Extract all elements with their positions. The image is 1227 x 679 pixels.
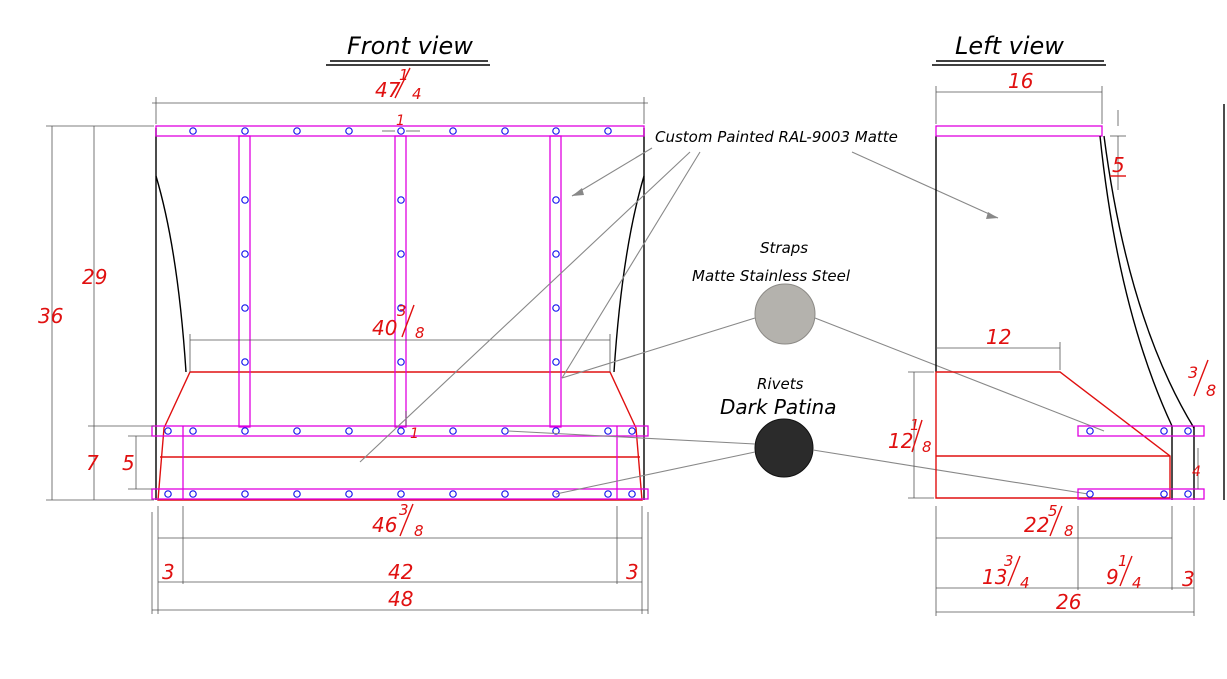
front-side-right: 3 (626, 560, 639, 584)
left-strap-thickness-den: 8 (1206, 381, 1216, 400)
front-view-title: Front view (326, 32, 490, 66)
left-bottom-depth-whole: 22 (1024, 513, 1049, 537)
left-band-height-den: 8 (922, 438, 932, 456)
left-top-depth: 16 (1008, 69, 1033, 93)
front-rivets (164, 127, 636, 498)
front-inner-width-num: 3 (397, 302, 407, 320)
front-body-height: 29 (82, 265, 107, 289)
left-rear-part-num: 1 (1118, 552, 1128, 570)
front-middle-band-strap (151, 425, 649, 437)
front-overall-width: 48 (388, 587, 413, 611)
paint-callout-label: Custom Painted RAL-9003 Matte (655, 128, 898, 146)
front-base-width-num: 3 (399, 501, 409, 519)
rivets-callout-title: Rivets (757, 375, 804, 393)
left-view-title: Left view (932, 32, 1106, 66)
left-rear-part-den: 4 (1132, 574, 1142, 592)
front-strap-width: 1 (396, 113, 405, 129)
left-dimension-texts: 16 5 12 12 1 8 3 8 4 22 5 8 13 3 4 9 1 4… (888, 69, 1216, 614)
left-back-curve-outer (1103, 135, 1195, 429)
front-total-width-whole: 47 (375, 78, 401, 102)
front-base-width-whole: 46 (372, 513, 397, 537)
front-left-curve (155, 175, 187, 373)
left-bottom-depth-den: 8 (1064, 522, 1074, 540)
front-vertical-strap-left (238, 135, 251, 428)
left-front-part-den: 4 (1020, 574, 1030, 592)
front-total-width-num: 1 (399, 66, 409, 84)
left-offset: 3 (1182, 567, 1195, 591)
left-band-small: 4 (1192, 464, 1201, 480)
rivets-callout-finish: Dark Patina (720, 395, 836, 419)
front-total-width-den: 4 (412, 85, 422, 103)
left-rivets (1086, 427, 1192, 498)
front-view: 47 1 4 1 29 36 7 5 40 3 8 1 46 3 8 3 42 … (38, 66, 649, 614)
left-bottom-depth-num: 5 (1048, 502, 1058, 520)
front-base-width-den: 8 (414, 522, 424, 540)
front-middle-width: 42 (388, 560, 413, 584)
left-view: 16 5 12 12 1 8 3 8 4 22 5 8 13 3 4 9 1 4… (888, 69, 1225, 616)
front-side-left: 3 (162, 560, 175, 584)
front-vertical-strap-right (549, 135, 562, 428)
left-total-depth: 26 (1056, 590, 1081, 614)
left-band-height-whole: 12 (888, 429, 913, 453)
front-vertical-strap-center (394, 135, 407, 428)
front-dimension-lines (46, 97, 649, 614)
front-band-inner: 5 (122, 451, 135, 475)
left-front-part-whole: 13 (982, 565, 1007, 589)
left-band-height-num: 1 (910, 416, 920, 434)
left-shelf-depth: 12 (986, 325, 1011, 349)
left-strap-thickness-num: 3 (1188, 363, 1198, 382)
front-view-title-text: Front view (347, 32, 473, 60)
front-total-height: 36 (38, 304, 63, 328)
front-band-strap-width: 1 (410, 426, 419, 442)
strap-finish-swatch (754, 283, 816, 345)
rivet-finish-swatch (754, 418, 814, 478)
left-top-strap (935, 125, 1103, 137)
front-inner-width-den: 8 (415, 324, 425, 342)
front-band-outer: 7 (86, 451, 99, 475)
front-bottom-band-strap (151, 488, 649, 500)
left-lower-band (935, 371, 1171, 499)
straps-callout-title: Straps (760, 239, 808, 257)
front-inner-width-whole: 40 (372, 316, 397, 340)
left-bottom-band-strap (1077, 488, 1205, 500)
straps-callout-finish: Matte Stainless Steel (692, 267, 851, 285)
left-dimension-lines (908, 86, 1199, 616)
left-top-height: 5 (1112, 153, 1125, 177)
left-back-curve-inner (1099, 135, 1173, 427)
left-rear-part-whole: 9 (1106, 565, 1119, 589)
callouts: Custom Painted RAL-9003 Matte Straps Mat… (359, 128, 1105, 495)
left-view-title-text: Left view (955, 32, 1064, 60)
left-front-part-num: 3 (1004, 552, 1014, 570)
left-middle-band-strap (1077, 425, 1205, 437)
front-right-curve (613, 175, 645, 373)
front-dimension-texts: 47 1 4 1 29 36 7 5 40 3 8 1 46 3 8 3 42 … (38, 66, 639, 611)
